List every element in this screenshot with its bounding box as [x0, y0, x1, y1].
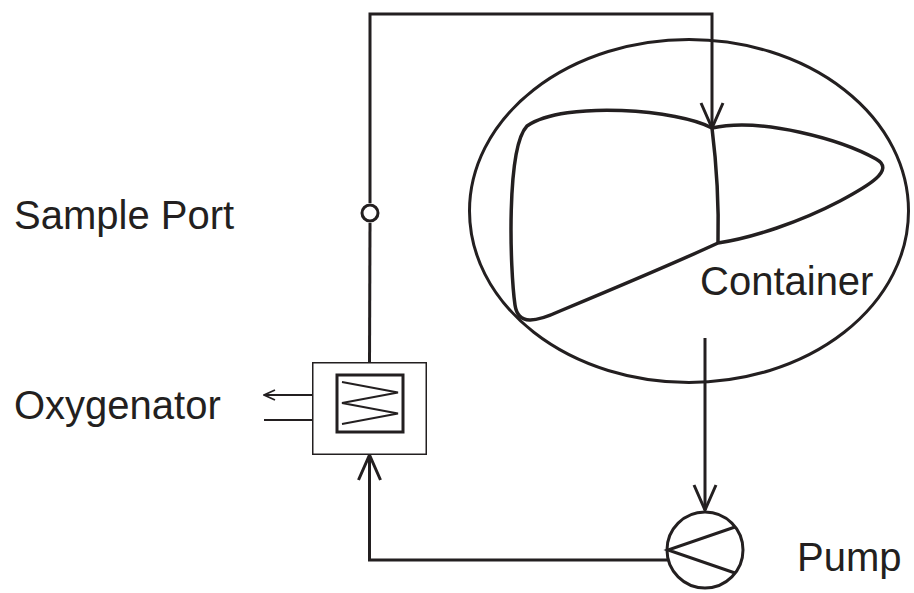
flow-line [704, 338, 707, 510]
container-ellipse: Container [468, 38, 910, 384]
flow-line [370, 455, 669, 560]
oxygenator-core [337, 375, 403, 432]
node-label: Container [700, 258, 873, 304]
container-ellipse [470, 40, 909, 383]
oxygenator-box: Oxygenator [312, 362, 427, 455]
pump-impeller [668, 527, 735, 573]
oxygenator-housing [313, 363, 427, 455]
liver-outline [511, 110, 883, 320]
node-label: Sample Port [14, 192, 234, 238]
pump-symbol-outline [665, 510, 745, 590]
sample-port-circle [362, 205, 378, 221]
flow-line [368, 223, 372, 362]
container-ellipse-outline [468, 38, 910, 384]
liver-lobe-divide [712, 128, 718, 243]
sample-port: Sample Port [360, 203, 380, 223]
pump-circle [667, 512, 743, 588]
node-label: Oxygenator [14, 382, 221, 428]
oxygenator-box-outline [312, 362, 427, 455]
sample-port-outline [360, 203, 380, 223]
membrane-zigzag [342, 382, 398, 424]
liver-illustration [511, 110, 883, 320]
pump-symbol: Pump [665, 510, 745, 590]
node-label: Pump [797, 534, 902, 580]
